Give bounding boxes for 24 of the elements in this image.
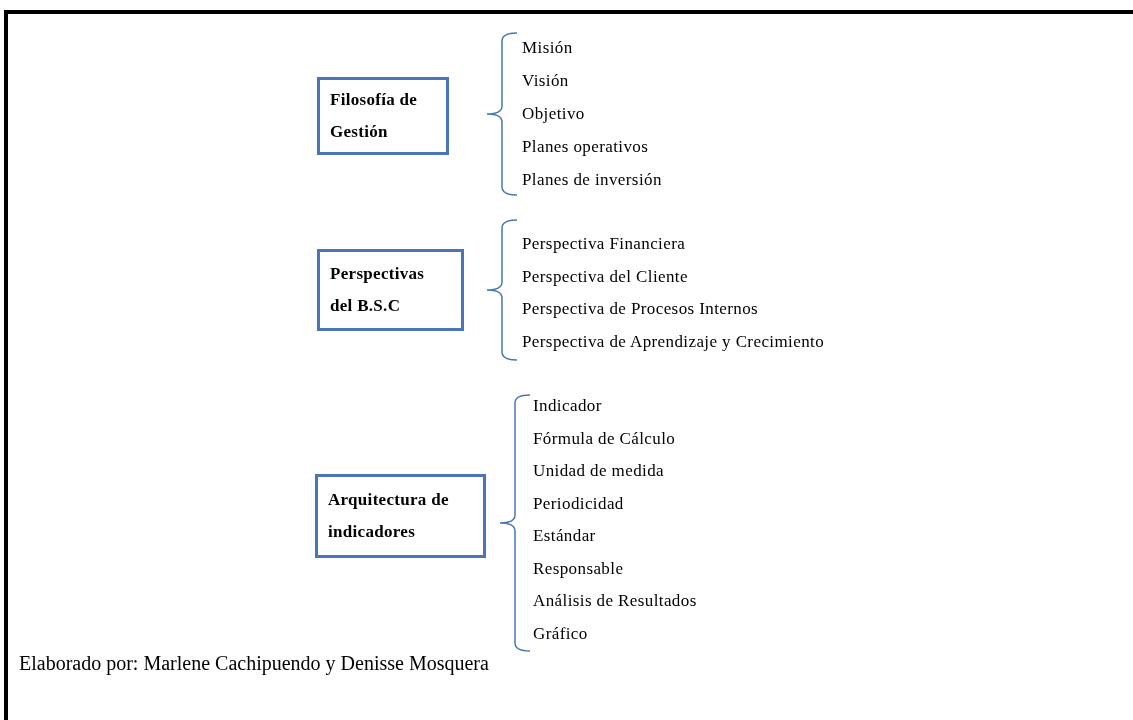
list-item: Planes operativos [522, 137, 649, 157]
category-box [317, 77, 449, 155]
list-item: Misión [522, 38, 573, 58]
category-box [317, 249, 464, 331]
category-title: Arquitectura de indicadores [328, 489, 450, 543]
list-item: Planes de inversión [522, 170, 662, 190]
list-item: Perspectiva de Procesos Internos [522, 299, 759, 319]
list-item: Estándar [533, 526, 596, 546]
list-item: Visión [522, 71, 569, 91]
list-item: Unidad de medida [533, 461, 665, 481]
category-title: Filosofía de Gestión [330, 89, 419, 143]
list-item: Objetivo [522, 104, 585, 124]
category-box [315, 474, 486, 558]
list-item: Análisis de Resultados [533, 591, 697, 611]
list-item: Responsable [533, 558, 624, 579]
caption: Elaborado por: Marlene Cachipuendo y Denisse Mosquera [19, 652, 489, 675]
list-item: Perspectiva Financiera [522, 234, 686, 254]
list-item: Perspectiva del Cliente [522, 266, 688, 287]
list-item: Indicador [533, 396, 602, 416]
list-item: Gráfico [533, 623, 588, 644]
list-item: Periodicidad [533, 493, 624, 514]
list-item: Perspectiva de Aprendizaje y Crecimiento [522, 331, 825, 352]
list-item: Fórmula de Cálculo [533, 428, 676, 449]
category-title: Perspectivas del B.S.C [330, 263, 426, 317]
